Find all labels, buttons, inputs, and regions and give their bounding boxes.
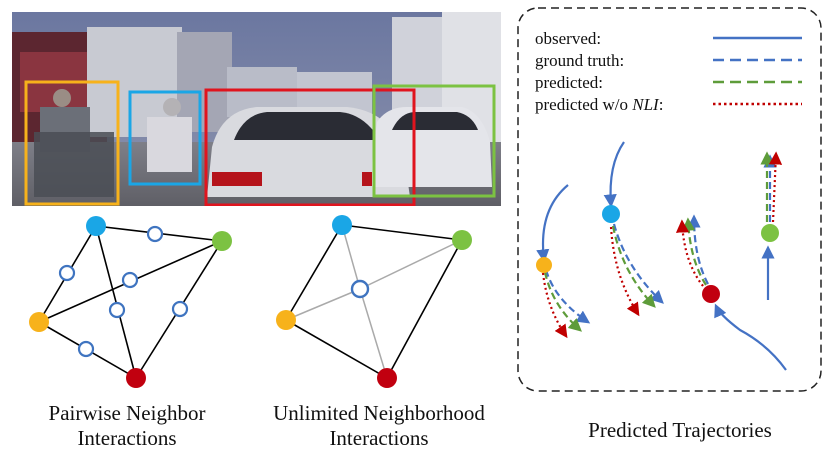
predicted-wo-path <box>541 272 568 339</box>
agent-node-red <box>126 368 146 388</box>
interaction-node <box>108 301 126 319</box>
agent-node-green <box>452 230 472 250</box>
unlimited-inner-edges <box>285 224 463 379</box>
agent-node-yellow <box>276 310 296 330</box>
legend-predicted-wo: predicted w/o NLI: <box>535 95 663 114</box>
observed-path <box>536 184 569 263</box>
predicted-wo-path <box>675 219 704 287</box>
agent-node-blue <box>86 216 106 236</box>
interaction-node <box>171 300 189 318</box>
interaction-node <box>77 340 95 358</box>
caption-pairwise-line1: Pairwise Neighbor <box>48 401 206 425</box>
ground-truth-path <box>544 269 591 324</box>
hub-interaction-node <box>350 279 370 299</box>
legend-predicted-wo-suffix: : <box>659 95 664 114</box>
legend: observed: ground truth: predicted: predi… <box>535 29 802 114</box>
interaction-node <box>58 264 76 282</box>
legend-ground-truth: ground truth: <box>535 51 624 70</box>
predicted-path <box>543 271 582 332</box>
predicted-wo-path <box>768 151 783 223</box>
agent-node-yellow <box>536 257 552 273</box>
trajectories-panel: observed: ground truth: predicted: predi… <box>517 7 822 392</box>
panel-border <box>517 7 822 392</box>
agent-node-red <box>377 368 397 388</box>
legend-observed: observed: <box>535 29 601 48</box>
caption-unlimited-line2: Interactions <box>329 426 429 450</box>
interaction-node <box>146 225 164 243</box>
traffic-scene-image <box>12 12 501 206</box>
trajectory-green <box>760 151 783 300</box>
agent-node-green <box>212 231 232 251</box>
trajectory-blue <box>602 141 664 317</box>
pairwise-graph <box>29 216 232 388</box>
caption-pairwise-line2: Interactions <box>77 426 177 450</box>
legend-predicted-wo-italic: NLI <box>631 95 660 114</box>
trajectory-red <box>675 214 787 371</box>
agent-node-blue <box>332 215 352 235</box>
predicted-path <box>611 225 656 308</box>
agent-node-green <box>761 224 779 242</box>
legend-predicted-wo-prefix: predicted w/o <box>535 95 632 114</box>
ground-truth-path <box>612 223 664 304</box>
agent-node-yellow <box>29 312 49 332</box>
traffic-scene-photo <box>12 12 501 206</box>
caption-pairwise: Pairwise Neighbor Interactions <box>22 401 232 451</box>
observed-path <box>603 141 625 208</box>
agent-node-blue <box>602 205 620 223</box>
unlimited-graph <box>276 215 472 388</box>
unlimited-outer-edges <box>285 224 463 379</box>
legend-predicted: predicted: <box>535 73 603 92</box>
observed-path <box>714 303 787 371</box>
caption-unlimited-line1: Unlimited Neighborhood <box>273 401 485 425</box>
trajectory-yellow <box>536 184 591 339</box>
pairwise-interaction-nodes <box>58 225 189 358</box>
interaction-node <box>121 271 139 289</box>
caption-predicted-trajectories: Predicted Trajectories <box>588 418 772 442</box>
caption-unlimited: Unlimited Neighborhood Interactions <box>248 401 510 451</box>
agent-node-red <box>702 285 720 303</box>
pairwise-edges <box>38 225 223 379</box>
